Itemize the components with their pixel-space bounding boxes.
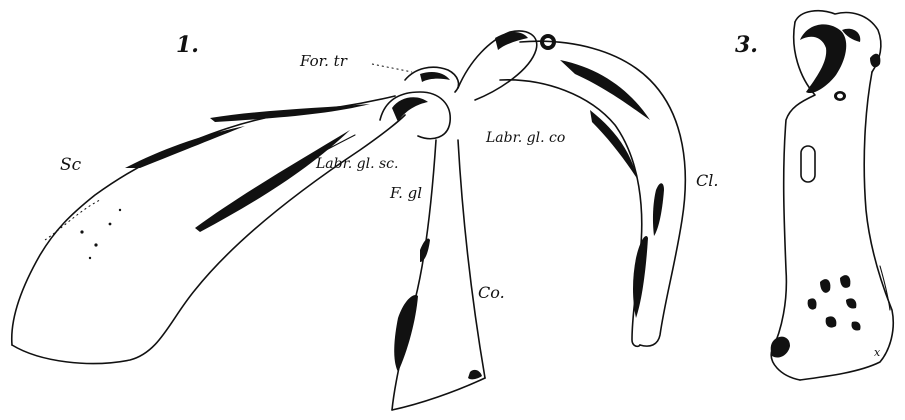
label-f-gl: F. gl	[389, 184, 422, 202]
label-labr-gl-sc: Labr. gl. sc.	[315, 156, 398, 172]
figure-3-number: 3.	[735, 32, 758, 58]
label-x-mark: x	[874, 346, 881, 359]
glenoid-region	[380, 67, 459, 138]
coracoid-bone	[392, 31, 556, 410]
label-sc: Sc	[60, 155, 82, 175]
label-cl: Cl.	[696, 171, 718, 190]
clavicle-bone	[500, 41, 685, 346]
label-labr-gl-co: Labr. gl. co	[485, 130, 565, 146]
figure-1-number: 1.	[176, 32, 199, 58]
label-co: Co.	[478, 283, 505, 302]
scapula-bone	[12, 96, 405, 364]
for-tr-leader-line	[372, 64, 412, 72]
figure-3-bone	[771, 11, 894, 380]
label-for-tr: For. tr	[299, 52, 348, 70]
